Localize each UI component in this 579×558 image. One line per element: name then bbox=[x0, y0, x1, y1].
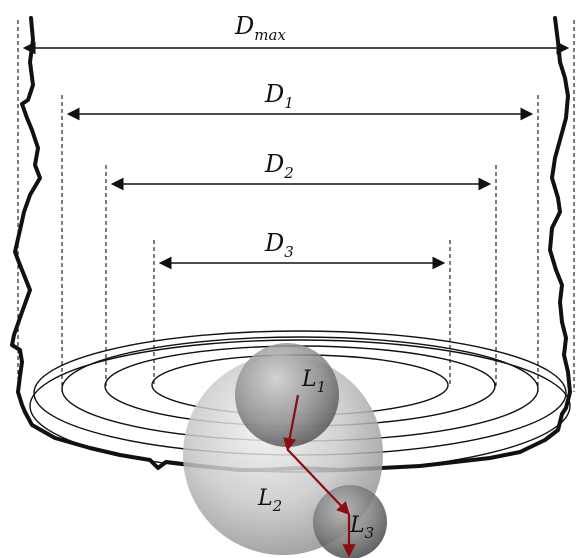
path-arrow-2 bbox=[287, 449, 351, 516]
sphere-medium bbox=[235, 343, 339, 447]
d2-label: D2 bbox=[264, 150, 294, 182]
right-wall bbox=[548, 16, 572, 416]
l3-label: L3 bbox=[349, 513, 374, 542]
dmax-label: Dmax bbox=[234, 12, 286, 44]
path-arrows bbox=[283, 394, 356, 558]
l2-label: L2 bbox=[257, 486, 282, 515]
dashed-guides bbox=[17, 20, 575, 392]
d3-label: D3 bbox=[264, 229, 294, 261]
l1-label: L1 bbox=[301, 367, 326, 396]
left-wall bbox=[10, 16, 42, 414]
d1-label: D1 bbox=[264, 80, 294, 112]
dimension-arrows bbox=[22, 41, 570, 270]
path-arrow-1 bbox=[283, 394, 300, 452]
